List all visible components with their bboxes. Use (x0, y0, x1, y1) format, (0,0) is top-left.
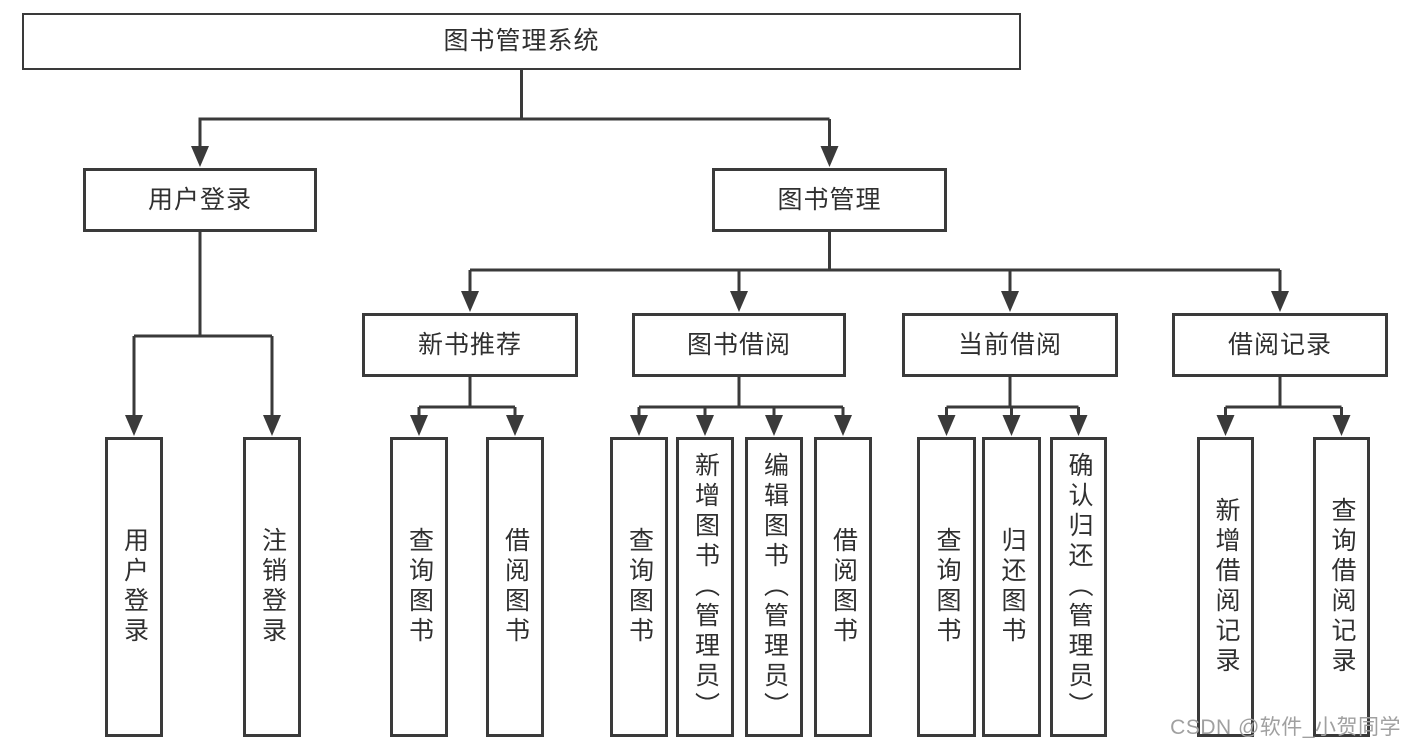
leaf-query-book-2-label: 查询图书 (625, 527, 654, 647)
node-user-login-label: 用户登录 (147, 185, 252, 214)
leaf-query-book-3: 查询图书 (917, 437, 976, 737)
leaf-user-login-label: 用户登录 (120, 527, 149, 647)
leaf-user-login: 用户登录 (105, 437, 163, 737)
node-current-borrow-label: 当前借阅 (957, 330, 1062, 359)
connector-borrow-records-children (1216, 377, 1351, 436)
leaf-borrow-book-2-label: 借阅图书 (829, 527, 858, 647)
leaf-add-book: 新增图书（管理员） (676, 437, 734, 737)
node-book-mgmt-label: 图书管理 (777, 185, 882, 214)
leaf-return-book-label: 归还图书 (998, 527, 1026, 647)
leaf-add-borrow-record: 新增借阅记录 (1197, 437, 1254, 737)
leaf-borrow-book-2: 借阅图书 (814, 437, 872, 737)
node-book-mgmt: 图书管理 (712, 168, 947, 232)
leaf-borrow-book-1-label: 借阅图书 (501, 527, 530, 647)
leaf-confirm-return-label: 确认归还（管理员） (1065, 452, 1093, 722)
node-borrow-records: 借阅记录 (1172, 313, 1388, 377)
watermark: CSDN @软件_小贺同学 (1170, 716, 1401, 739)
node-user-login: 用户登录 (83, 168, 317, 232)
leaf-query-book-1-label: 查询图书 (405, 527, 434, 647)
node-root: 图书管理系统 (22, 13, 1021, 70)
node-new-book-recommend-label: 新书推荐 (417, 330, 522, 359)
connector-book-borrow-children (630, 377, 852, 436)
node-book-borrow: 图书借阅 (632, 313, 846, 377)
connector-current-borrow-children (937, 377, 1088, 436)
connector-book-mgmt-children (461, 232, 1289, 312)
node-borrow-records-label: 借阅记录 (1227, 330, 1332, 359)
leaf-query-book-1: 查询图书 (390, 437, 448, 737)
node-current-borrow: 当前借阅 (902, 313, 1118, 377)
leaf-borrow-book-1: 借阅图书 (486, 437, 544, 737)
leaf-add-book-label: 新增图书（管理员） (691, 452, 720, 722)
connector-root-to-level2 (191, 70, 839, 167)
leaf-query-book-2: 查询图书 (610, 437, 668, 737)
node-new-book-recommend: 新书推荐 (362, 313, 578, 377)
leaf-edit-book-label: 编辑图书（管理员） (760, 452, 789, 722)
leaf-logout: 注销登录 (243, 437, 301, 737)
leaf-return-book: 归还图书 (982, 437, 1041, 737)
node-root-label: 图书管理系统 (443, 27, 600, 55)
leaf-add-borrow-record-label: 新增借阅记录 (1212, 497, 1240, 677)
node-book-borrow-label: 图书借阅 (686, 330, 791, 359)
leaf-confirm-return: 确认归还（管理员） (1050, 437, 1107, 737)
leaf-query-book-3-label: 查询图书 (933, 527, 961, 647)
connector-new-book-recommend-children (410, 377, 524, 436)
connector-user-login-children (125, 232, 281, 436)
leaf-edit-book: 编辑图书（管理员） (745, 437, 803, 737)
leaf-query-borrow-record: 查询借阅记录 (1313, 437, 1370, 737)
leaf-logout-label: 注销登录 (258, 527, 287, 647)
leaf-query-borrow-record-label: 查询借阅记录 (1328, 497, 1356, 677)
